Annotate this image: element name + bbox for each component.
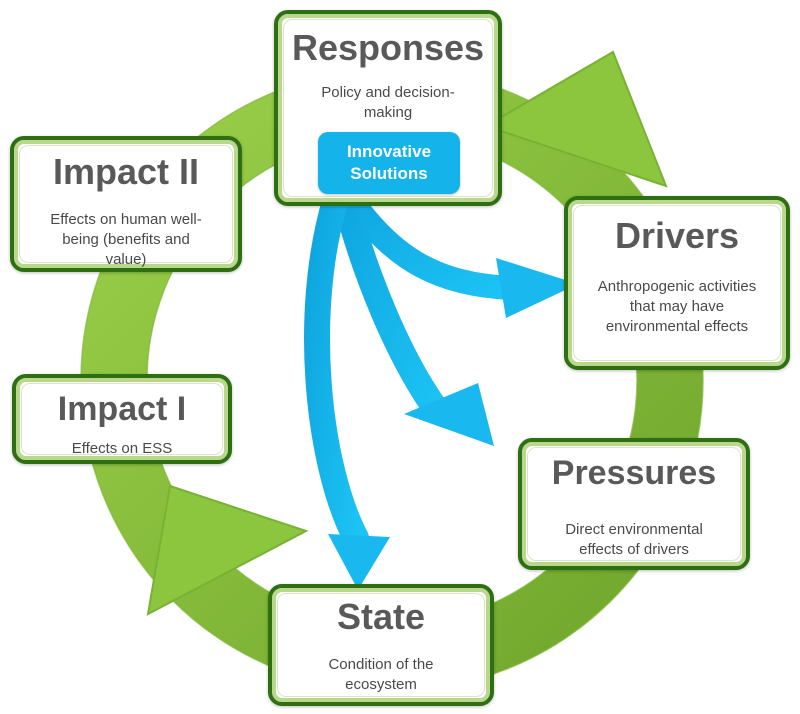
blue-arrow-to-pressures (332, 185, 451, 425)
drivers-description: Anthropogenic activities that may have e… (597, 278, 757, 335)
innovative-solutions-box: Innovative Solutions (318, 132, 460, 194)
impact-1-box: Impact I Effects on ESS (12, 374, 232, 464)
blue-arrow-to-state (304, 185, 369, 551)
state-description: Condition of the ecosystem (328, 656, 434, 693)
blue-arrowhead-state (328, 534, 390, 590)
impact-2-title: Impact II (52, 151, 200, 192)
pressures-description: Direct environmental effects of drivers (565, 521, 703, 558)
responses-title: Responses (291, 27, 485, 68)
drivers-box: Drivers Anthropogenic activities that ma… (564, 196, 790, 370)
impact-1-title: Impact I (57, 390, 187, 428)
responses-description: Policy and decision-making (321, 84, 455, 121)
impact-2-description: Effects on human well-being (benefits an… (50, 211, 202, 268)
blue-arrows (304, 185, 578, 590)
blue-arrow-to-drivers (338, 186, 522, 300)
impact-2-box: Impact II Effects on human well-being (b… (10, 136, 242, 272)
state-title: State (336, 596, 426, 637)
state-box: State Condition of the ecosystem (268, 584, 494, 706)
blue-arrowhead-drivers (496, 258, 578, 318)
green-arrowhead-to-drivers (483, 50, 668, 188)
pressures-box: Pressures Direct environmental effects o… (518, 438, 750, 570)
impact-1-description: Effects on ESS (71, 440, 173, 457)
blue-arrowhead-pressures (404, 383, 494, 446)
green-arrowhead-to-impact-1 (146, 484, 309, 616)
drivers-title: Drivers (614, 215, 740, 256)
pressures-title: Pressures (551, 454, 717, 492)
